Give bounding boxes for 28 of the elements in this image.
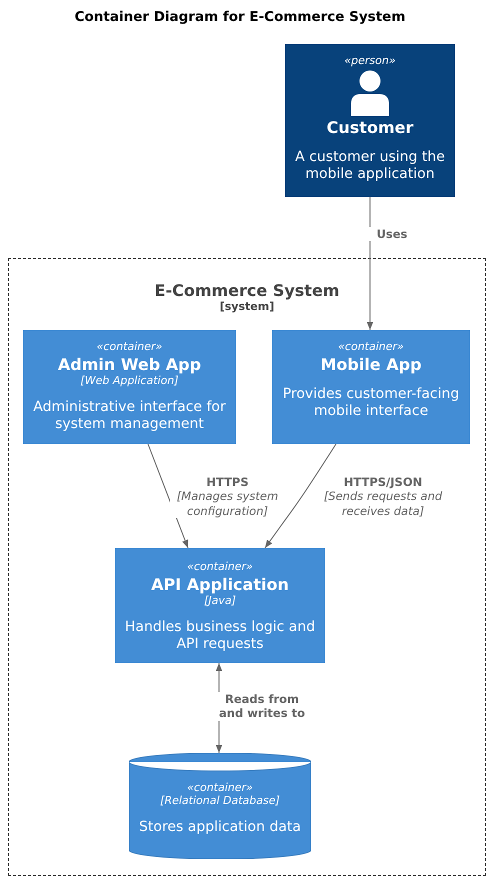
technology: [Relational Database] [160,794,280,807]
description: Administrative interface for system management [32,399,227,433]
stereotype: «container» [338,340,404,353]
container-name: Admin Web App [58,355,202,374]
stereotype: «container» [187,781,253,794]
database-cylinder [129,753,311,859]
description: A customer using the mobile application [294,149,446,183]
stereotype: «container» [187,560,253,573]
diagram-title: Container Diagram for E-Commerce System [74,9,406,25]
description: Handles business logic and API requests [124,619,316,653]
arrow [264,444,336,548]
container-name: API Application [151,575,289,594]
stereotype: «person» [344,54,396,67]
stereotype: «container» [96,340,162,353]
person-box [285,44,455,197]
system-name: E-Commerce System [154,281,340,300]
description: Stores application data [139,819,301,836]
arrow [366,196,374,330]
container-box [115,548,325,663]
container-box [23,330,236,444]
container-name: Mobile App [320,355,422,374]
container-box [272,330,470,444]
system-boundary [8,258,486,876]
container-name: Customer [326,118,414,137]
technology: [Java] [204,594,236,607]
description: Provides customer-facing mobile interface [282,386,460,420]
system-tag: [system] [220,300,274,313]
technology: [Web Application] [80,374,179,387]
